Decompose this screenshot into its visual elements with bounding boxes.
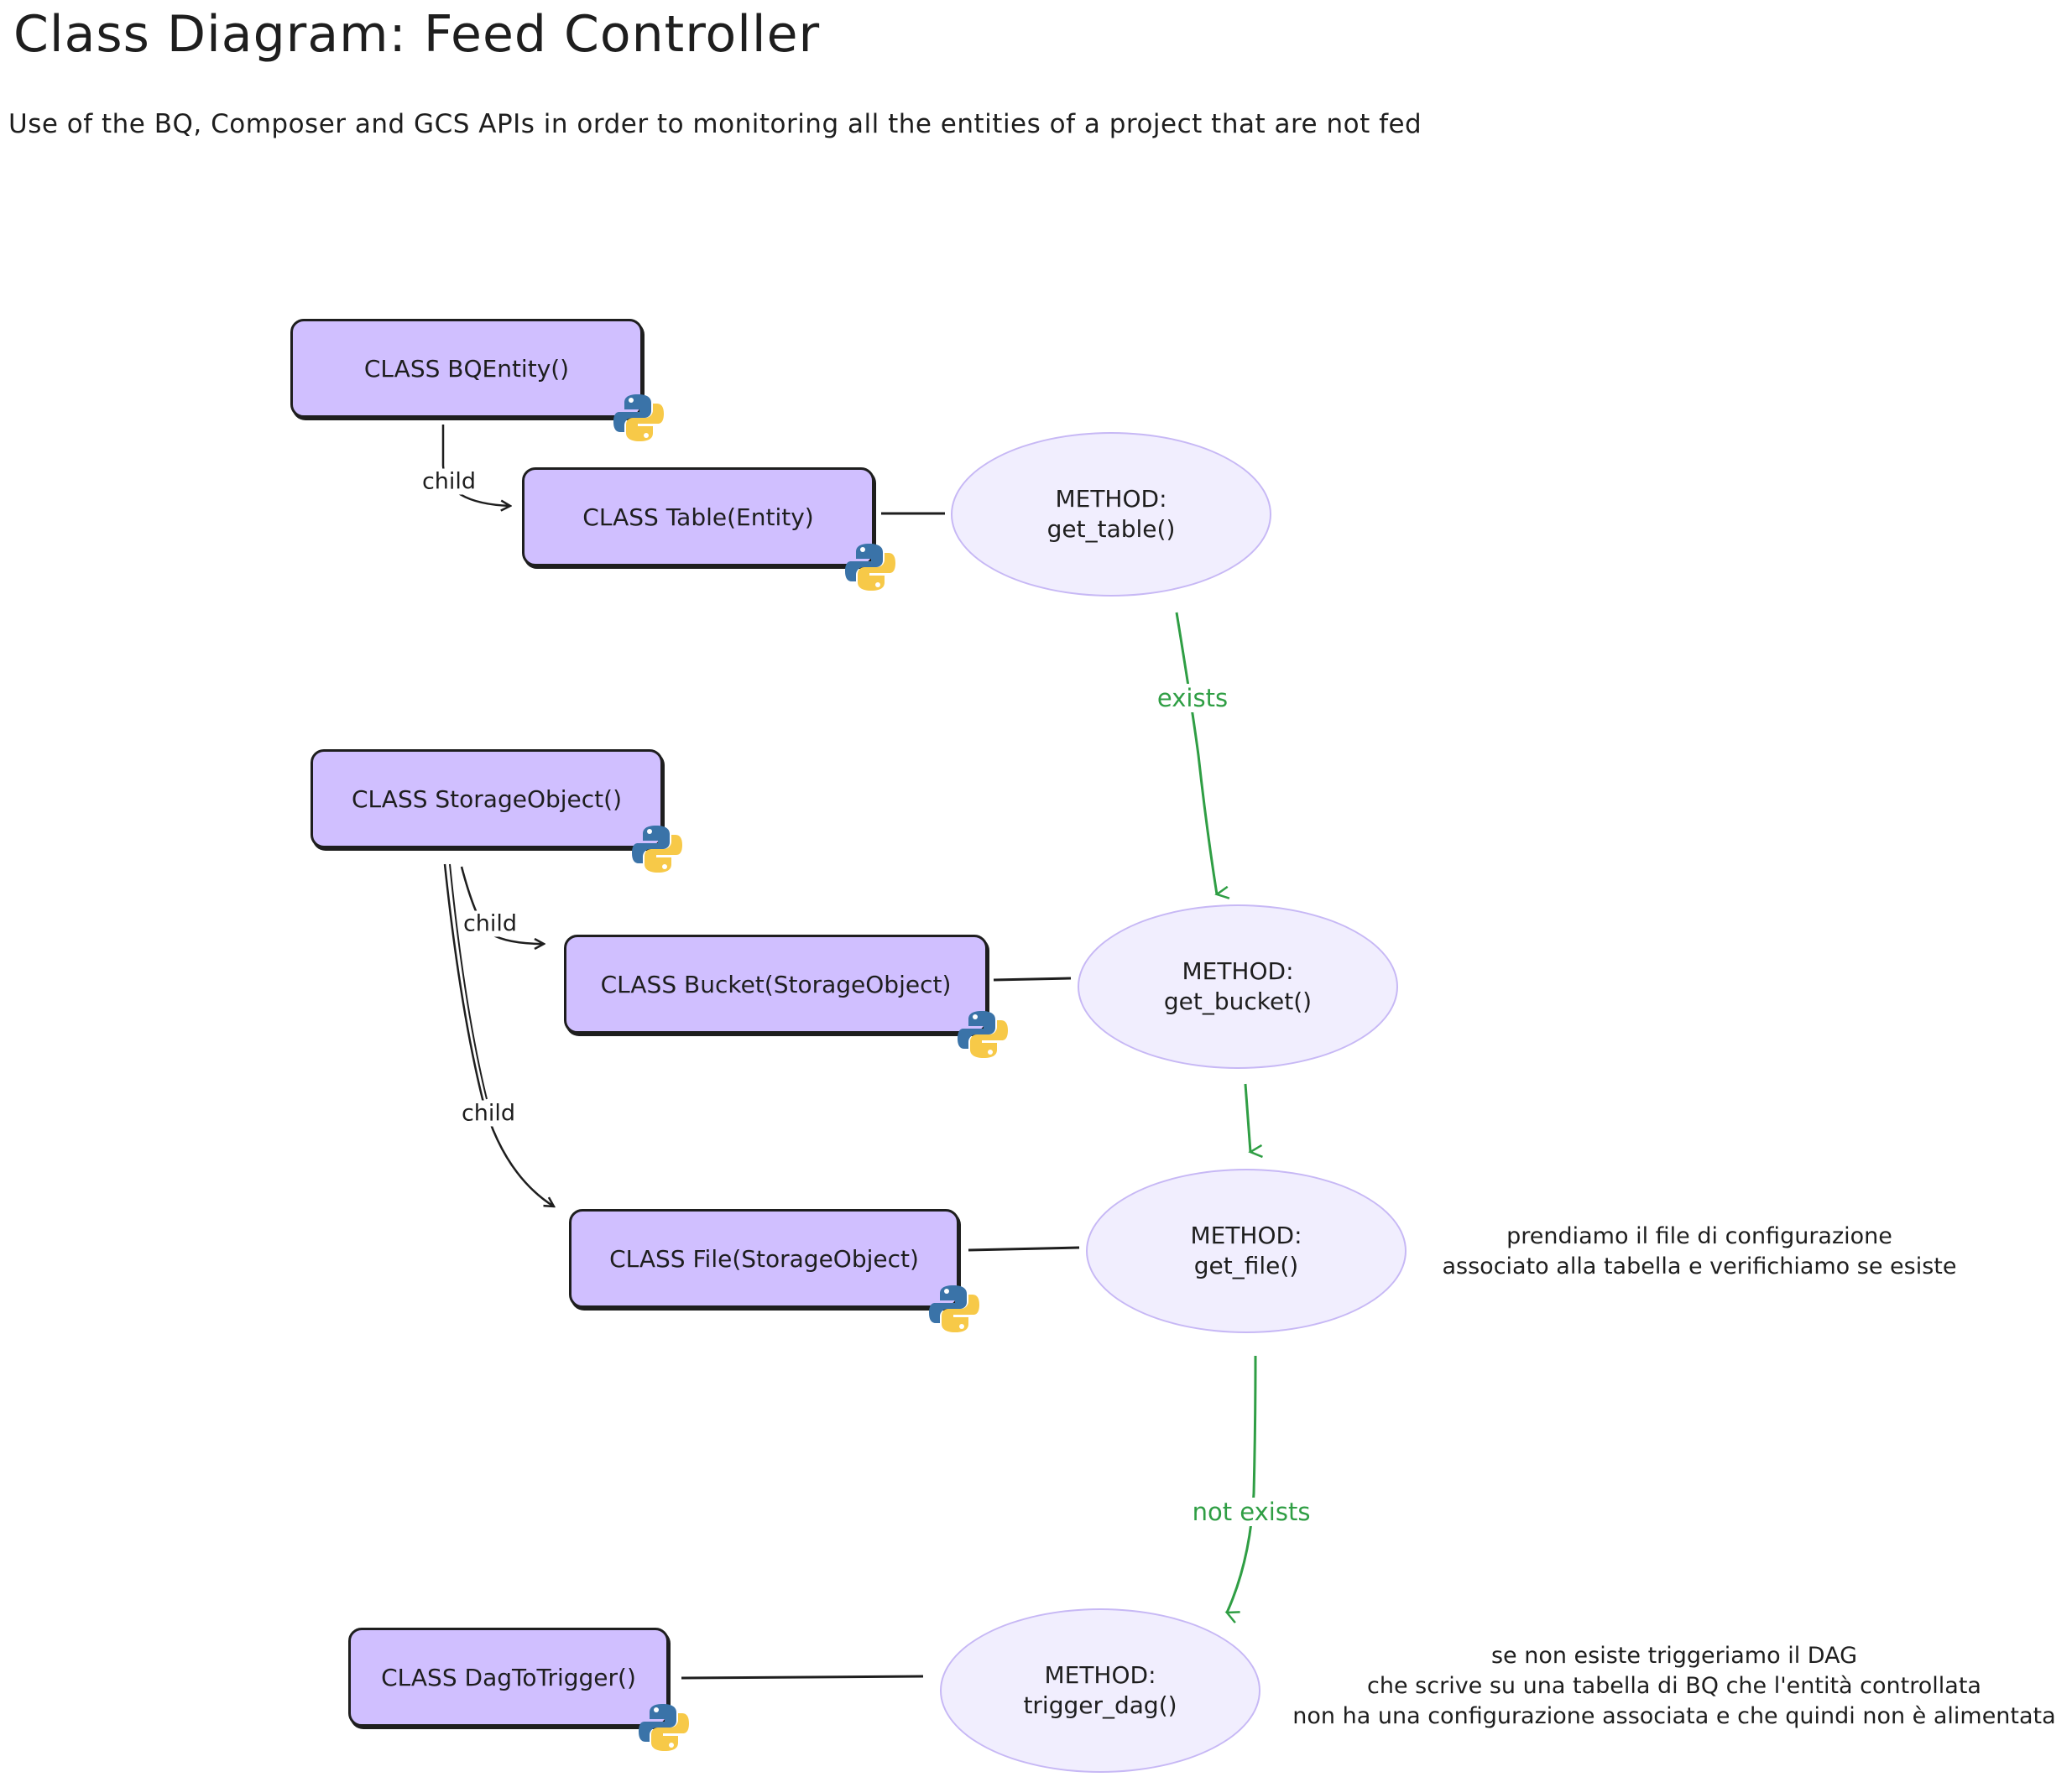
python-logo-icon bbox=[639, 1704, 689, 1751]
flow-edge-not-exists bbox=[1227, 1355, 1257, 1613]
note-trigger-dag: se non esiste triggeriamo il DAG che scr… bbox=[1292, 1641, 2055, 1732]
edge-label-not-exists: not exists bbox=[1190, 1498, 1313, 1526]
inheritance-edge-file-sketch bbox=[449, 863, 488, 1100]
note-line: che scrive su una tabella di BQ che l'en… bbox=[1367, 1673, 1981, 1699]
note-line: associato alla tabella e verifichiamo se… bbox=[1442, 1253, 1957, 1279]
method-trigger-dag[interactable]: METHOD: trigger_dag() bbox=[940, 1608, 1260, 1773]
class-bucket[interactable]: CLASS Bucket(StorageObject) bbox=[564, 935, 988, 1034]
python-logo-icon bbox=[958, 1011, 1008, 1058]
association-file-method bbox=[968, 1246, 1080, 1252]
association-bucket-method bbox=[993, 977, 1072, 982]
method-name-label: get_table() bbox=[1046, 515, 1176, 543]
class-dag-to-trigger[interactable]: CLASS DagToTrigger() bbox=[348, 1628, 669, 1727]
note-line: se non esiste triggeriamo il DAG bbox=[1490, 1643, 1858, 1669]
inheritance-edge-file bbox=[443, 863, 554, 1206]
python-logo-icon bbox=[632, 826, 682, 873]
method-kind-label: METHOD: bbox=[1044, 1661, 1156, 1689]
flow-edge-bucket-to-file bbox=[1244, 1083, 1250, 1152]
python-logo-icon bbox=[929, 1285, 979, 1332]
class-file[interactable]: CLASS File(StorageObject) bbox=[569, 1209, 959, 1308]
python-logo-icon bbox=[845, 544, 895, 591]
note-line: prendiamo il file di configurazione bbox=[1506, 1223, 1892, 1249]
method-get-table[interactable]: METHOD: get_table() bbox=[951, 432, 1271, 597]
class-bucket-label: CLASS Bucket(StorageObject) bbox=[600, 970, 952, 998]
class-dag-to-trigger-label: CLASS DagToTrigger() bbox=[381, 1663, 636, 1691]
association-dag-method bbox=[681, 1675, 924, 1680]
diagram-title: Class Diagram: Feed Controller bbox=[13, 5, 821, 64]
diagram-subtitle: Use of the BQ, Composer and GCS APIs in … bbox=[8, 109, 1422, 139]
note-line: non ha una configurazione associata e ch… bbox=[1292, 1703, 2056, 1729]
class-table[interactable]: CLASS Table(Entity) bbox=[522, 467, 874, 566]
edge-label-child-table: child bbox=[420, 468, 478, 495]
edge-label-child-bucket: child bbox=[461, 910, 519, 937]
class-bqentity[interactable]: CLASS BQEntity() bbox=[290, 319, 643, 418]
note-get-file: prendiamo il file di configurazione asso… bbox=[1443, 1222, 1957, 1282]
method-kind-label: METHOD: bbox=[1182, 957, 1294, 985]
method-get-bucket[interactable]: METHOD: get_bucket() bbox=[1078, 904, 1398, 1069]
method-name-label: trigger_dag() bbox=[1023, 1691, 1177, 1719]
class-file-label: CLASS File(StorageObject) bbox=[609, 1244, 919, 1273]
method-kind-label: METHOD: bbox=[1190, 1222, 1302, 1249]
method-get-file[interactable]: METHOD: get_file() bbox=[1086, 1169, 1407, 1333]
method-kind-label: METHOD: bbox=[1055, 485, 1167, 513]
flow-edge-exists bbox=[1175, 612, 1217, 894]
edge-label-child-file: child bbox=[459, 1100, 518, 1127]
class-storage-object[interactable]: CLASS StorageObject() bbox=[311, 749, 663, 848]
method-name-label: get_bucket() bbox=[1163, 988, 1313, 1015]
class-storage-object-label: CLASS StorageObject() bbox=[352, 784, 622, 813]
edge-label-exists: exists bbox=[1155, 684, 1230, 712]
class-bqentity-label: CLASS BQEntity() bbox=[363, 354, 570, 383]
class-table-label: CLASS Table(Entity) bbox=[582, 503, 814, 531]
method-name-label: get_file() bbox=[1193, 1252, 1299, 1279]
python-logo-icon bbox=[613, 394, 664, 441]
